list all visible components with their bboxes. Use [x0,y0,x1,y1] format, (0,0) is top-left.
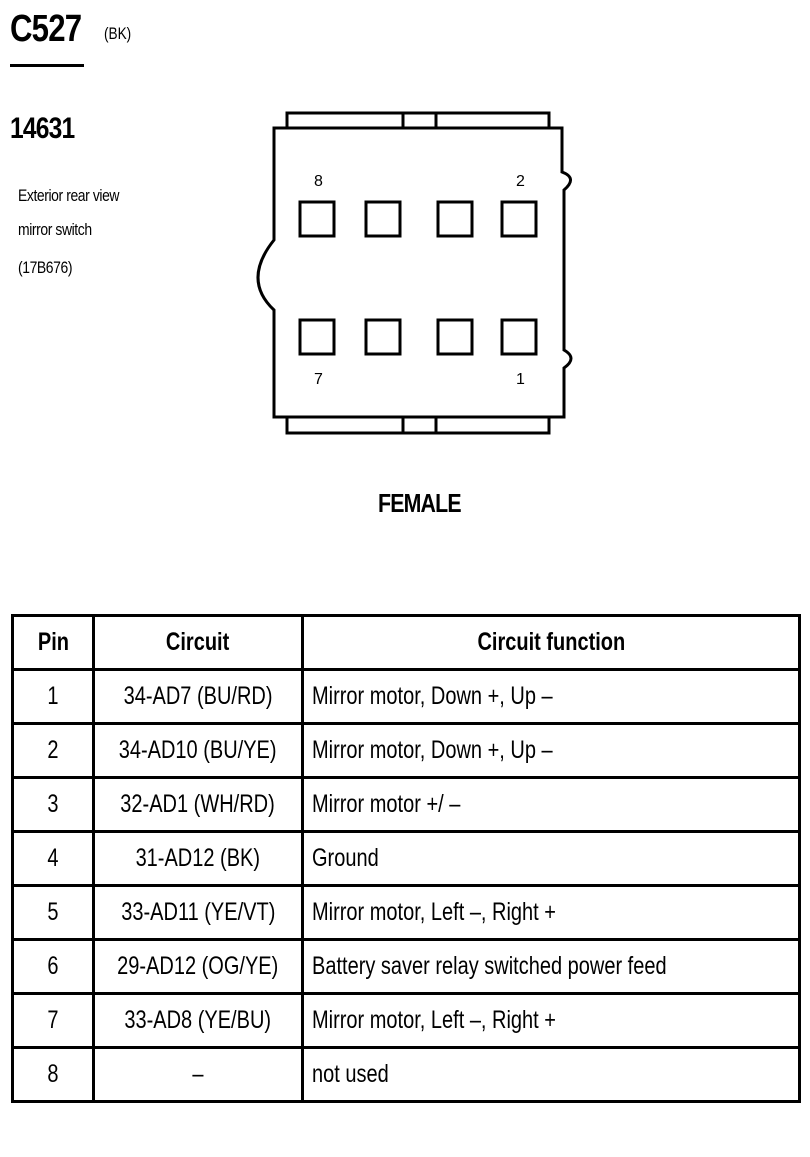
table-row: 3 32-AD1 (WH/RD) Mirror motor +/ – [11,776,801,833]
pin-cavity-2 [500,200,538,238]
circuit-function-cell: Mirror motor, Down +, Up – [301,722,801,779]
pin-cavity-6 [364,200,402,238]
pin-cell: 7 [11,992,95,1049]
connector-body-outline [256,126,573,419]
column-header-circuit-function: Circuit function [301,614,801,671]
circuit-cell: 34-AD7 (BU/RD) [92,668,304,725]
connector-id-underline [10,64,84,67]
table-row: 4 31-AD12 (BK) Ground [11,830,801,887]
pin-circuit-table: Pin Circuit Circuit function 1 34-AD7 (B… [11,614,801,1103]
table-row: 7 33-AD8 (YE/BU) Mirror motor, Left –, R… [11,992,801,1049]
pin-label-2: 2 [516,173,525,190]
circuit-function-cell: not used [301,1046,801,1103]
pin-cavity-5 [364,318,402,356]
connector-gender-label: FEMALE [378,488,462,518]
part-number: 14631 [10,112,75,145]
table-header-row: Pin Circuit Circuit function [11,614,801,671]
circuit-function-cell: Mirror motor, Down +, Up – [301,668,801,725]
connector-face-diagram: 8 2 7 1 [256,111,573,435]
circuit-cell: 29-AD12 (OG/YE) [92,938,304,995]
pin-label-7: 7 [314,371,323,388]
circuit-cell: – [92,1046,304,1103]
pin-cavity-1 [500,318,538,356]
circuit-cell: 31-AD12 (BK) [92,830,304,887]
pin-cavity-8 [298,200,336,238]
circuit-function-cell: Mirror motor +/ – [301,776,801,833]
pin-cavity-7 [298,318,336,356]
pin-cavity-3 [436,318,474,356]
pin-cavity-4 [436,200,474,238]
table-row: 2 34-AD10 (BU/YE) Mirror motor, Down +, … [11,722,801,779]
pin-cell: 6 [11,938,95,995]
circuit-cell: 33-AD11 (YE/VT) [92,884,304,941]
pin-cell: 8 [11,1046,95,1103]
pin-cell: 5 [11,884,95,941]
column-header-pin: Pin [11,614,95,671]
circuit-function-cell: Ground [301,830,801,887]
connector-color: (BK) [104,24,132,43]
pin-cell: 3 [11,776,95,833]
column-header-circuit: Circuit [92,614,304,671]
circuit-cell: 33-AD8 (YE/BU) [92,992,304,1049]
circuit-function-cell: Mirror motor, Left –, Right + [301,884,801,941]
pin-cell: 2 [11,722,95,779]
circuit-cell: 32-AD1 (WH/RD) [92,776,304,833]
circuit-cell: 34-AD10 (BU/YE) [92,722,304,779]
component-description-line-2: mirror switch [18,220,92,239]
connector-bottom-rail [285,417,551,435]
pin-cell: 4 [11,830,95,887]
table-row: 5 33-AD11 (YE/VT) Mirror motor, Left –, … [11,884,801,941]
component-description-line-3: (17B676) [18,258,73,277]
pin-cell: 1 [11,668,95,725]
table-row: 1 34-AD7 (BU/RD) Mirror motor, Down +, U… [11,668,801,725]
pin-label-1: 1 [516,371,525,388]
connector-top-rail [285,111,551,128]
pin-label-8: 8 [314,173,323,190]
table-row: 8 – not used [11,1046,801,1103]
circuit-function-cell: Battery saver relay switched power feed [301,938,801,995]
circuit-function-cell: Mirror motor, Left –, Right + [301,992,801,1049]
connector-id: C527 [10,8,82,50]
table-row: 6 29-AD12 (OG/YE) Battery saver relay sw… [11,938,801,995]
component-description-line-1: Exterior rear view [18,186,120,205]
